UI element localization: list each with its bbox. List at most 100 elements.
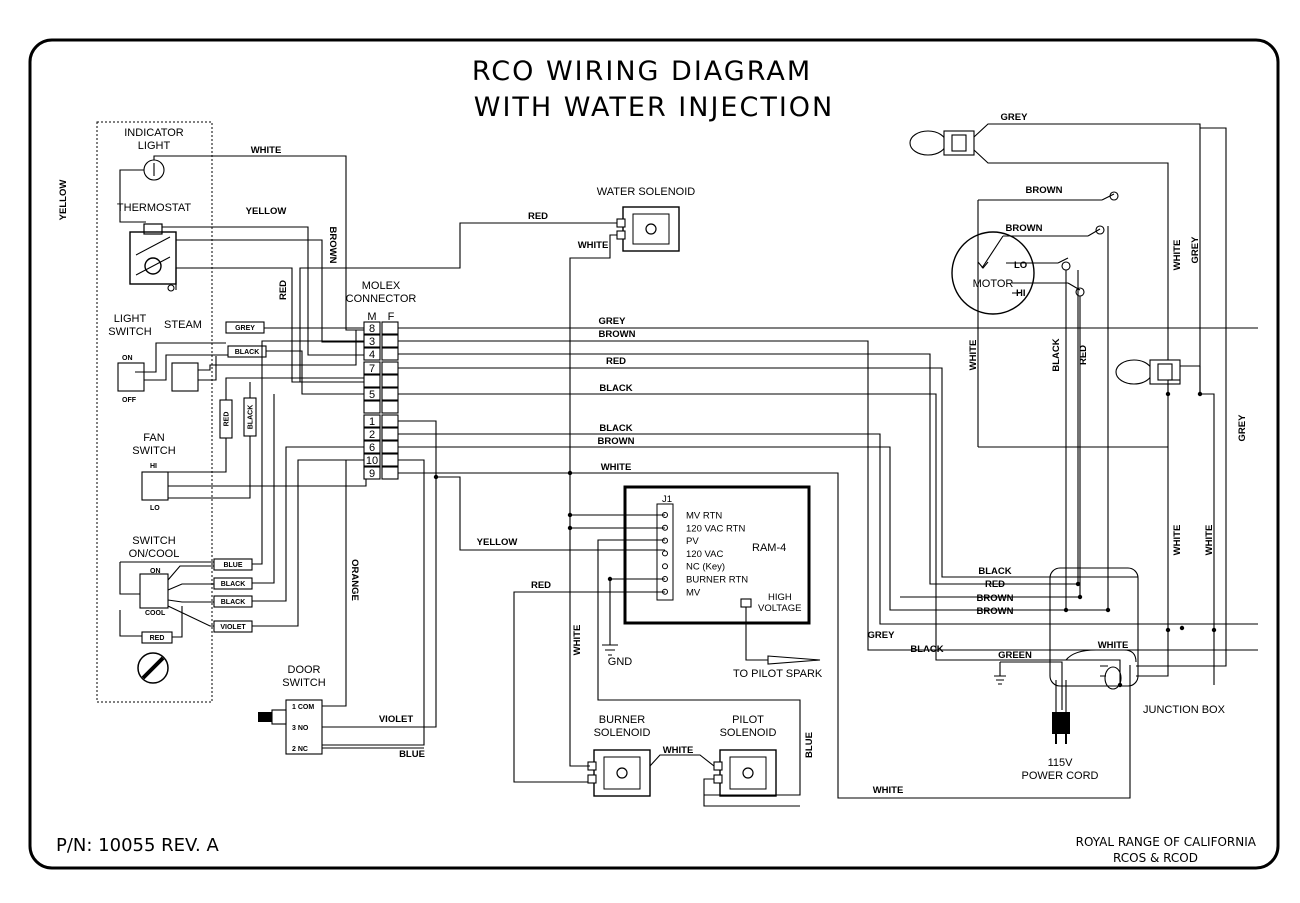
molex-pin-male <box>363 453 381 467</box>
label-jb-red: RED <box>985 579 1005 590</box>
label-white-bus: WHITE <box>601 462 632 473</box>
junction-dot <box>1063 607 1069 613</box>
label-black-motor: BLACK <box>1051 338 1062 371</box>
pilot-solenoid-label-1: PILOT <box>732 714 764 726</box>
burner-solenoid <box>587 749 651 797</box>
molex-pin-male <box>363 387 381 401</box>
label-blue-pilot: BLUE <box>804 732 815 758</box>
junction-dot <box>1165 627 1171 633</box>
label-orange: ORANGE <box>349 559 360 601</box>
molex-pin-empty <box>381 400 399 414</box>
door-switch-label-2: SWITCH <box>282 677 325 689</box>
junction-dot <box>1075 581 1081 587</box>
company-name: ROYAL RANGE OF CALIFORNIA <box>1076 835 1257 849</box>
fan-switch-label-1: FAN <box>143 432 164 444</box>
part-number: P/N: 10055 REV. A <box>56 835 219 856</box>
wire-yellow-indicator <box>119 169 146 223</box>
molex-pin-male <box>363 361 381 375</box>
burner-solenoid-label-2: SOLENOID <box>594 727 651 739</box>
label-white-r1: WHITE <box>1172 240 1183 271</box>
tag-black-oncool-2: BLACK <box>221 599 246 606</box>
label-white-water: WHITE <box>578 240 609 251</box>
molex-f: F <box>388 311 395 323</box>
label-white-vertical: WHITE <box>572 625 583 656</box>
water-solenoid-label: WATER SOLENOID <box>597 186 695 198</box>
molex-pin-male <box>363 466 381 480</box>
label-white-top: WHITE <box>251 145 282 156</box>
tag-black-light: BLACK <box>235 349 260 356</box>
ram4-terminal-label: 120 VAC RTN <box>686 523 745 534</box>
tag-blue: BLUE <box>223 562 242 569</box>
label-white-pilot: WHITE <box>663 745 694 756</box>
ram4-terminal-label: MV RTN <box>686 511 722 522</box>
molex-pin-number: 8 <box>369 323 375 335</box>
molex-pin-female <box>381 347 399 361</box>
molex-pin-female <box>381 414 399 428</box>
molex-pin-number: 6 <box>369 442 375 454</box>
label-yellow-thermostat: YELLOW <box>246 206 287 217</box>
label-jb-black-2: BLACK <box>910 644 943 655</box>
pilot-spark-label: TO PILOT SPARK <box>733 668 823 680</box>
high-voltage-1: HIGH <box>768 592 792 603</box>
light-switch-off: OFF <box>122 397 137 404</box>
wire-nut-icon <box>1104 666 1122 690</box>
steam-switch-body <box>171 362 199 392</box>
oven-lamp-bottom <box>1115 359 1181 385</box>
door-no: 3 NO <box>292 725 309 732</box>
burner-solenoid-label-1: BURNER <box>599 714 646 726</box>
control-panel-outline <box>96 121 213 703</box>
lamp-bulb-icon-2 <box>1115 359 1153 385</box>
oncool-label-1: SWITCH <box>132 535 175 547</box>
junction-dot <box>1105 607 1111 613</box>
label-red-bus: RED <box>606 356 626 367</box>
fan-motor: MOTOR LO HI <box>951 231 1068 315</box>
wire-white-indicator <box>153 155 366 331</box>
fan-switch-body <box>141 471 169 501</box>
label-white-motor: WHITE <box>968 340 979 371</box>
molex-pin-female <box>381 387 399 401</box>
label-black-bus-2: BLACK <box>599 423 632 434</box>
molex-label-2: CONNECTOR <box>346 293 417 305</box>
ram4-j1: J1 <box>662 494 672 505</box>
label-black-bus: BLACK <box>599 383 632 394</box>
pilot-solenoid <box>713 749 777 797</box>
label-yellow-left: YELLOW <box>58 180 69 221</box>
molex-pin-male <box>363 427 381 441</box>
label-brown-motor-2: BROWN <box>1006 223 1043 234</box>
fan-switch-label-2: SWITCH <box>132 445 175 457</box>
ram4-terminal <box>662 563 668 570</box>
label-jb-black: BLACK <box>978 566 1011 577</box>
ram4-terminal-label: BURNER RTN <box>686 575 748 586</box>
motor-icon <box>951 231 1035 315</box>
label-red-water: RED <box>528 211 548 222</box>
door-com: 1 COM <box>292 704 314 711</box>
indicator-light: INDICATOR LIGHT <box>124 127 184 181</box>
tag-black-oncool-1: BLACK <box>221 581 246 588</box>
thermostat-label: THERMOSTAT <box>117 202 191 214</box>
door-nc: 2 NC <box>292 746 308 753</box>
title-line-1: RCO WIRING DIAGRAM <box>472 56 812 87</box>
oncool-cool: COOL <box>145 610 166 617</box>
door-switch-label-1: DOOR <box>288 664 321 676</box>
pilot-solenoid-label-2: SOLENOID <box>720 727 777 739</box>
tag-grey: GREY <box>235 325 255 332</box>
molex-pin-male <box>363 347 381 361</box>
indicator-light-label-2: LIGHT <box>138 140 171 152</box>
tag-red-vertical: RED <box>224 412 231 427</box>
thermostat: THERMOSTAT <box>117 202 191 292</box>
motor-label: MOTOR <box>973 278 1014 290</box>
label-jb-brown-2: BROWN <box>977 606 1014 617</box>
wire-red-thermostat <box>175 267 366 383</box>
label-jb-brown-1: BROWN <box>977 593 1014 604</box>
light-switch-label-2: SWITCH <box>108 326 151 338</box>
molex-pin-empty <box>381 374 399 388</box>
water-solenoid-coil-icon <box>645 223 657 235</box>
drawing-frame <box>28 38 1280 870</box>
molex-pin-number: 9 <box>369 468 375 480</box>
molex-pin-female <box>381 466 399 480</box>
wire-yellow-thermostat <box>162 226 366 356</box>
junction-dot <box>567 512 573 518</box>
light-switch-on: ON <box>122 355 133 362</box>
molex-pin-empty <box>363 400 381 414</box>
label-yellow-pv: YELLOW <box>477 537 518 548</box>
